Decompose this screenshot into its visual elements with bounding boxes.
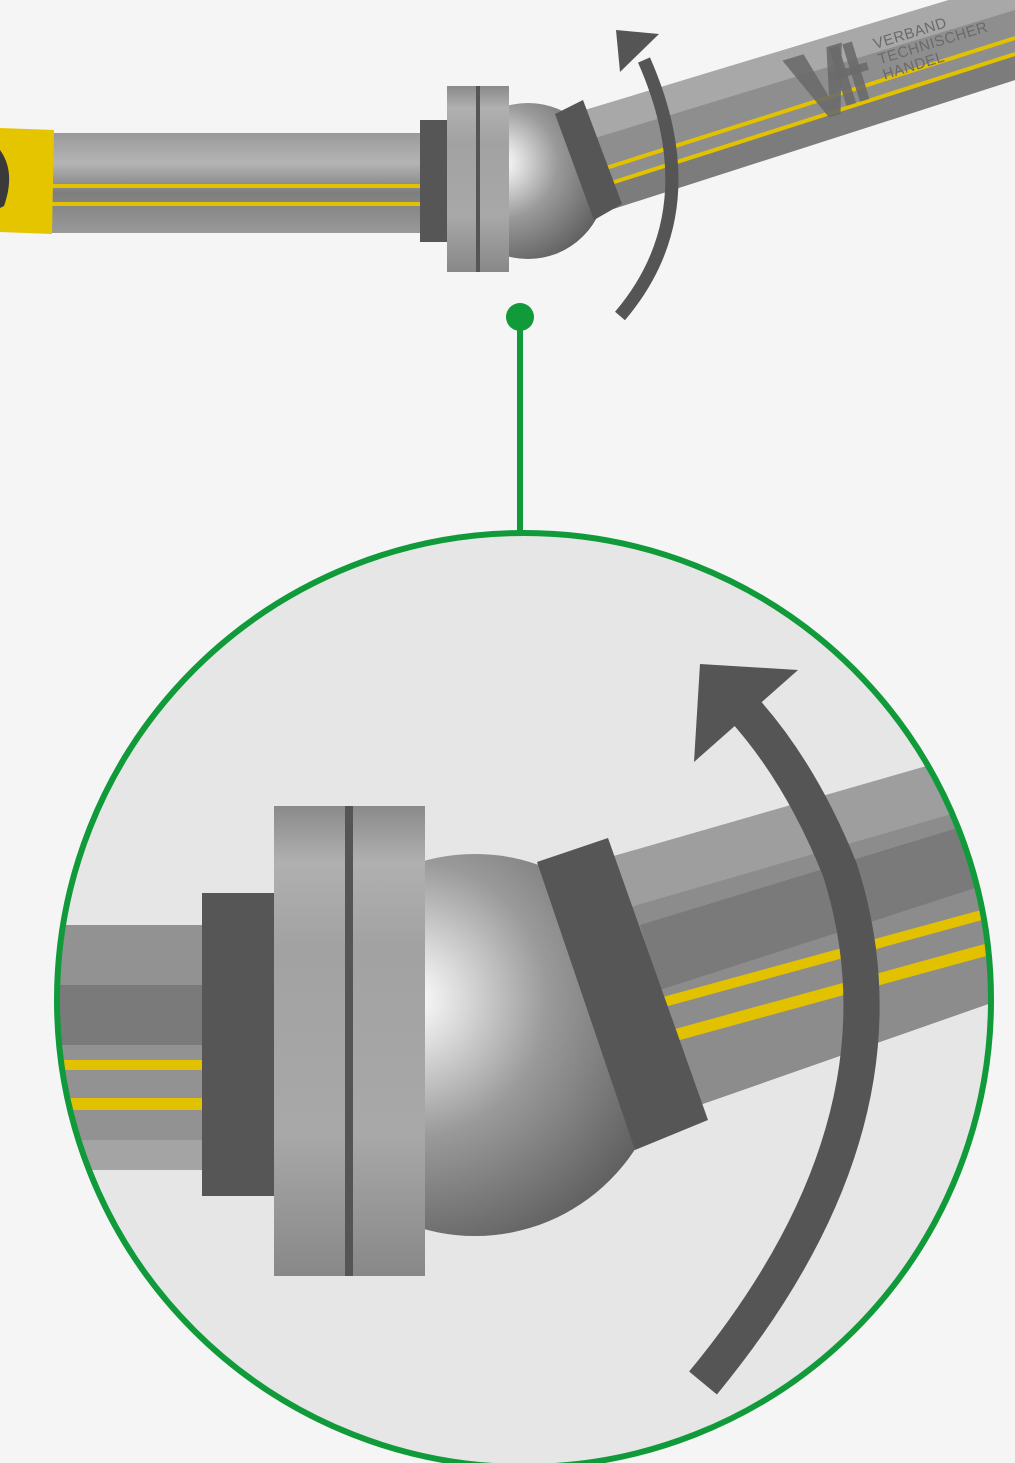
pipe-stripe [57, 1060, 220, 1070]
yellow-end-cap [0, 128, 54, 234]
sleeve [555, 100, 622, 220]
magnified-view [54, 530, 994, 1463]
overview-assembly: VERBAND TECHNISCHER HANDEL [0, 0, 1015, 321]
magnified-sleeve [537, 838, 708, 1150]
magnifier-ring [54, 530, 994, 1463]
magnified-flange [274, 806, 425, 1276]
pipe-stripe [40, 184, 440, 188]
magnified-left-pipe [57, 925, 220, 1170]
left-pipe [40, 133, 440, 233]
pipe-stripe [40, 202, 440, 206]
magnified-rotation-arrow-icon [689, 664, 880, 1395]
magnified-right-pipe [600, 745, 991, 1105]
pipe-stripe [57, 1098, 220, 1110]
ball-joint-icon [420, 86, 622, 272]
magnified-collar [202, 893, 282, 1196]
zoom-callout [506, 303, 534, 540]
right-pipe: VERBAND TECHNISCHER HANDEL [585, 0, 1015, 210]
rotation-arrow-icon [615, 30, 679, 321]
